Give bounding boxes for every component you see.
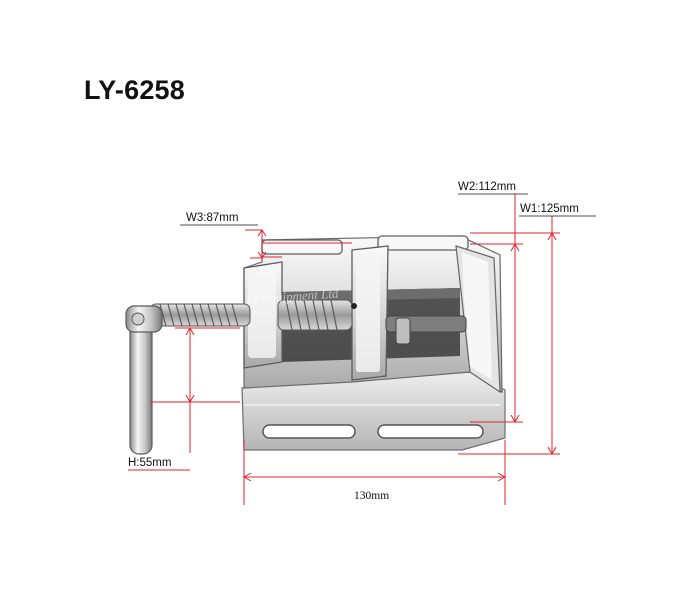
- base-slot-right: [377, 424, 484, 439]
- base-slot-left: [262, 424, 356, 439]
- length-arrow-left: [242, 472, 252, 482]
- watermark-text: Ly Equipment Ltd: [244, 286, 339, 308]
- w2-arrow-bottom: [510, 414, 520, 424]
- lead-screw: [149, 299, 357, 331]
- length-arrow-right: [497, 472, 507, 482]
- length-label: 130mm: [354, 490, 389, 502]
- top-rail-left: [261, 239, 343, 255]
- vise-handle: [125, 305, 163, 455]
- w3-arrow-top: [257, 229, 267, 237]
- w3-arrow-bottom: [257, 251, 267, 259]
- h-arrow-top: [185, 326, 195, 336]
- w3-label: W3:87mm: [186, 212, 238, 224]
- top-rail-right: [377, 235, 469, 251]
- w1-label: W1:125mm: [520, 203, 579, 215]
- w3-leader: [245, 229, 263, 259]
- vise-body: Ly Equipment Ltd: [125, 235, 506, 455]
- dimension-lines: [128, 194, 560, 505]
- product-title: LY-6258: [84, 75, 185, 105]
- h-label: H:55mm: [128, 457, 171, 469]
- w1-arrow-bottom: [547, 446, 557, 456]
- w2-label: W2:112mm: [458, 181, 516, 193]
